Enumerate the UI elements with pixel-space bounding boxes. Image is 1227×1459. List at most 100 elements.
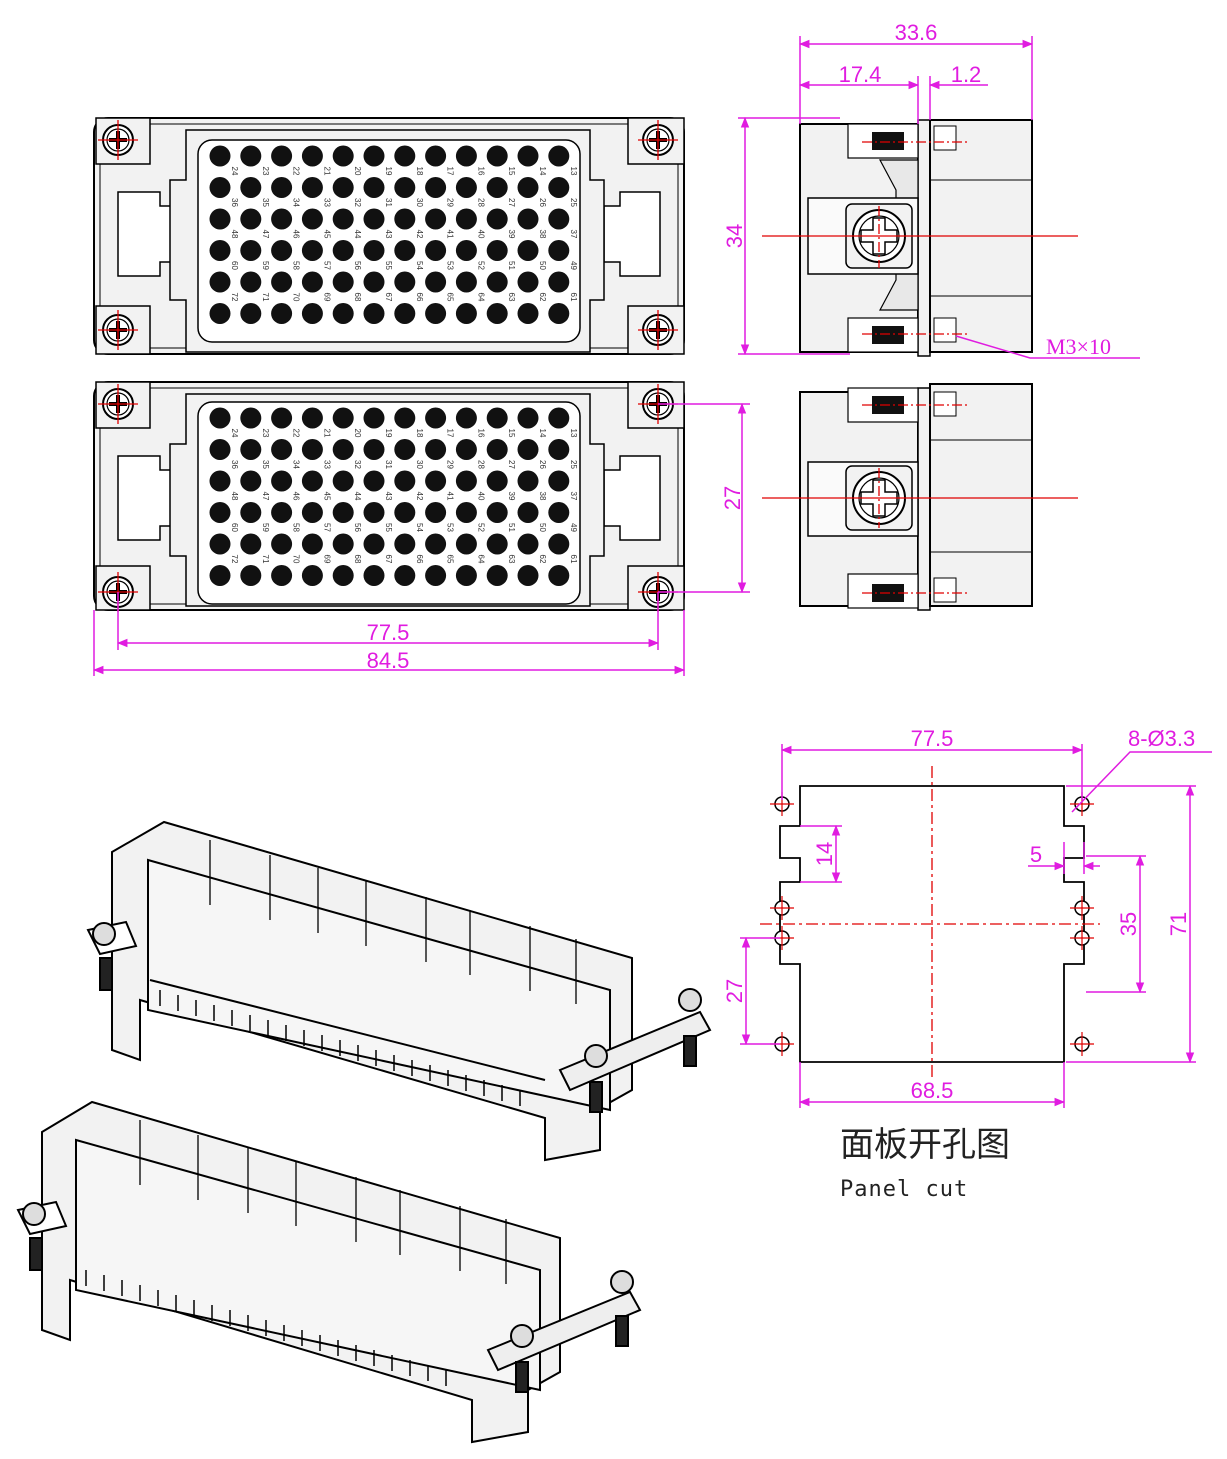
contact-pin <box>455 271 477 293</box>
pin-number-label: 42 <box>415 492 424 501</box>
dim-71: 71 <box>1166 912 1191 936</box>
pin-number-label: 70 <box>292 293 301 302</box>
contact-pin <box>240 502 262 523</box>
panel-hole <box>770 896 794 920</box>
pin-number-label: 65 <box>446 293 455 302</box>
pin-number-label: 32 <box>353 198 362 207</box>
mounting-screw-icon <box>98 310 138 350</box>
pin-number-label: 61 <box>569 293 578 302</box>
contact-pin <box>240 565 262 586</box>
pin-number-label: 48 <box>230 230 239 239</box>
contact-pin <box>425 565 447 586</box>
contact-pin <box>363 407 385 429</box>
contact-pin <box>209 470 231 492</box>
dim-27-front: 27 <box>720 486 745 510</box>
contact-pin <box>517 208 539 230</box>
pin-number-label: 14 <box>538 167 547 176</box>
pin-number-label: 38 <box>538 230 547 239</box>
pin-number-label: 23 <box>261 429 270 438</box>
contact-pin <box>548 271 570 293</box>
pin-number-label: 60 <box>230 523 239 532</box>
panel-dimensions <box>740 744 1212 1108</box>
dim-27-panel: 27 <box>722 979 747 1003</box>
contact-pin <box>363 303 385 324</box>
contact-pin <box>301 240 323 261</box>
pin-number-label: 41 <box>446 492 455 501</box>
contact-pin <box>394 470 416 492</box>
pin-number-label: 33 <box>322 198 331 207</box>
pin-number-label: 24 <box>230 167 239 176</box>
iso-connector-lower <box>16 1100 642 1444</box>
contact-pin <box>209 502 231 523</box>
pin-number-label: 23 <box>261 167 270 176</box>
pin-number-label: 60 <box>230 261 239 270</box>
mounting-screw-icon <box>638 310 678 350</box>
contact-pin <box>486 145 508 167</box>
contact-pin <box>548 533 570 555</box>
contact-pin <box>425 407 447 429</box>
pin-number-label: 63 <box>507 555 516 564</box>
pin-number-label: 30 <box>415 198 424 207</box>
pin-number-label: 54 <box>415 261 424 270</box>
contact-pin <box>517 439 539 460</box>
pin-number-label: 52 <box>476 523 485 532</box>
pin-number-label: 18 <box>415 429 424 438</box>
contact-pin <box>455 470 477 492</box>
contact-pin <box>240 439 262 460</box>
contact-pin <box>517 240 539 261</box>
contact-pin <box>209 208 231 230</box>
pin-number-label: 62 <box>538 555 547 564</box>
dim-14: 14 <box>812 842 837 866</box>
contact-pin <box>301 271 323 293</box>
pin-number-label: 51 <box>507 261 516 270</box>
pin-number-label: 15 <box>507 429 516 438</box>
pin-number-label: 40 <box>476 230 485 239</box>
contact-pin <box>394 407 416 429</box>
side-view-top <box>799 119 1033 357</box>
contact-pin <box>209 565 231 586</box>
contact-pin <box>394 240 416 261</box>
contact-pin <box>332 502 354 523</box>
dim-5: 5 <box>1030 842 1042 867</box>
contact-pin <box>209 303 231 324</box>
contact-pin <box>455 240 477 261</box>
pin-number-label: 49 <box>569 523 578 532</box>
pin-number-label: 58 <box>292 523 301 532</box>
pin-number-label: 40 <box>476 492 485 501</box>
contact-pin <box>486 303 508 324</box>
panel-cut-centerlines <box>760 766 1100 1080</box>
contact-pin <box>425 177 447 198</box>
pin-number-label: 64 <box>476 555 485 564</box>
contact-pin <box>517 565 539 586</box>
contact-pin <box>240 177 262 198</box>
pin-number-label: 16 <box>476 429 485 438</box>
contact-pin <box>486 407 508 429</box>
pin-number-label: 21 <box>322 167 331 176</box>
pin-number-label: 71 <box>261 293 270 302</box>
pin-number-label: 37 <box>569 492 578 501</box>
pin-number-label: 28 <box>476 198 485 207</box>
contact-pin <box>548 145 570 167</box>
pin-number-label: 59 <box>261 523 270 532</box>
pin-number-label: 35 <box>261 198 270 207</box>
panel-hole <box>1070 926 1094 950</box>
pin-number-label: 68 <box>353 293 362 302</box>
pin-number-label: 51 <box>507 523 516 532</box>
pin-number-label: 26 <box>538 460 547 469</box>
panel-hole <box>1070 792 1094 816</box>
contact-pin <box>455 502 477 523</box>
pin-number-label: 34 <box>292 198 301 207</box>
pin-number-label: 22 <box>292 167 301 176</box>
pin-number-label: 27 <box>507 460 516 469</box>
dim-77-5-panel: 77.5 <box>911 726 954 751</box>
contact-pin <box>548 502 570 523</box>
pin-number-label: 34 <box>292 460 301 469</box>
dim-17-4: 17.4 <box>839 62 882 87</box>
pin-number-label: 19 <box>384 167 393 176</box>
pin-number-label: 52 <box>476 261 485 270</box>
